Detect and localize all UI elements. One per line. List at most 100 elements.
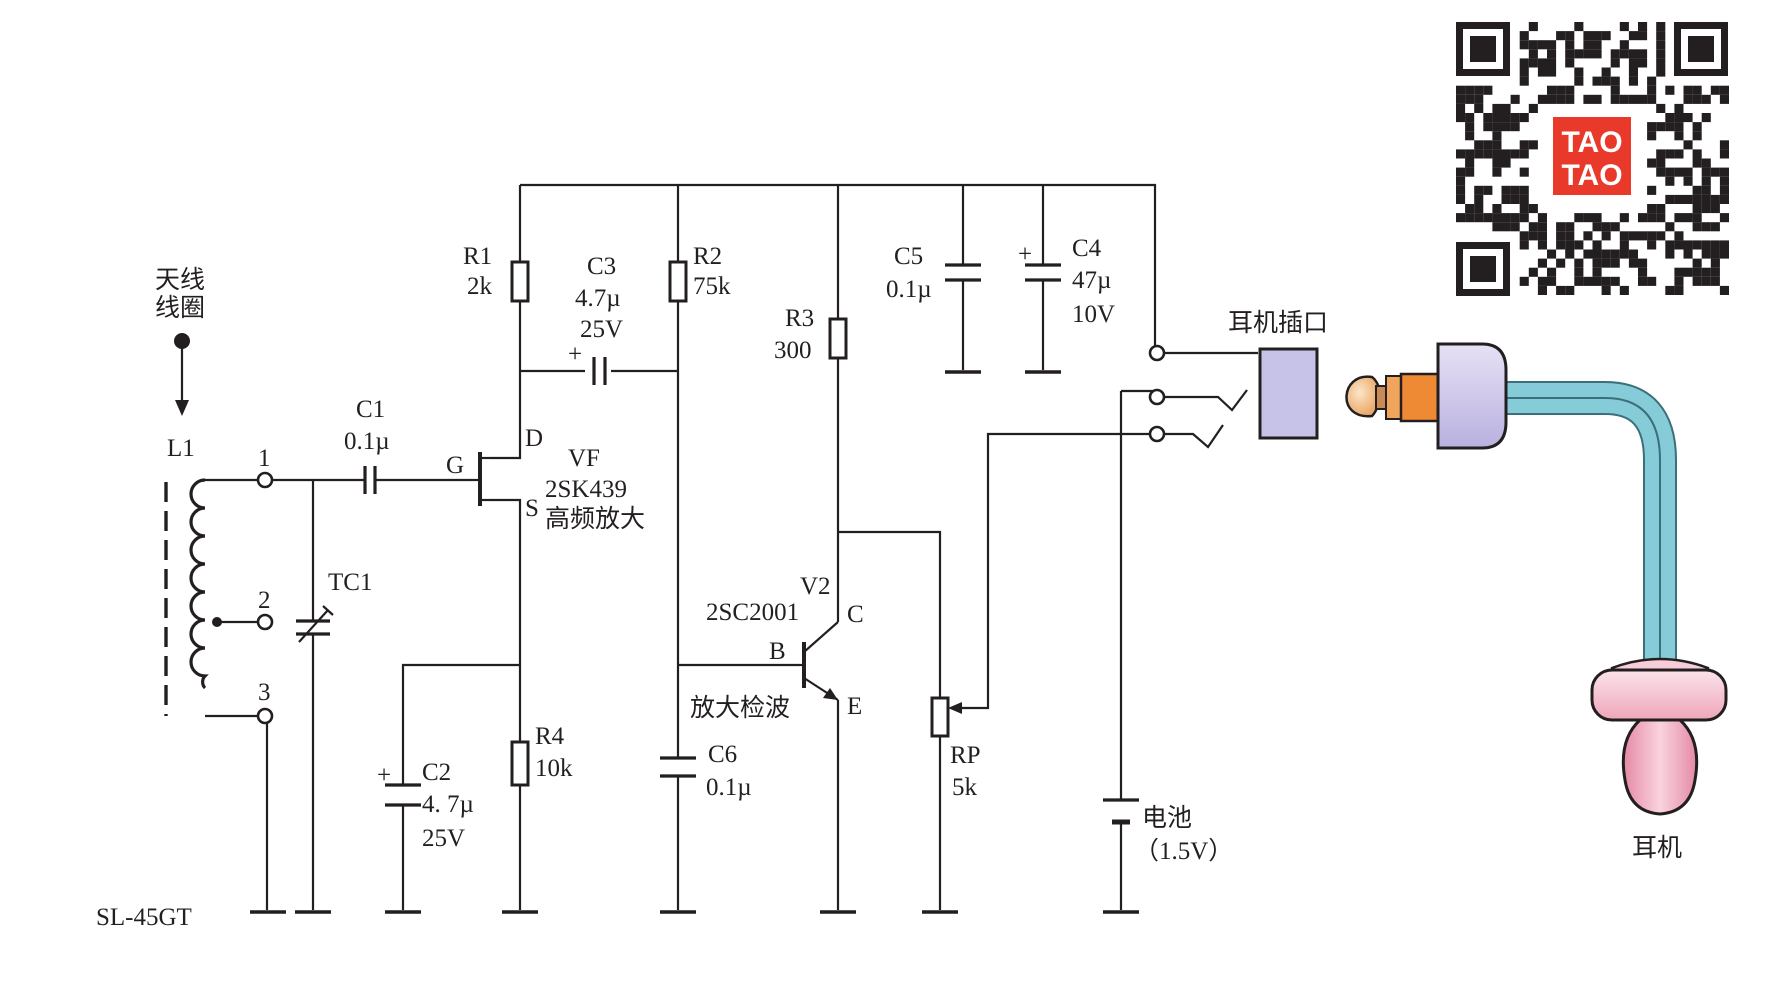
qr-module — [1556, 285, 1566, 295]
qr-module — [1647, 85, 1657, 95]
c2-voltage: 25V — [422, 825, 465, 852]
qr-module — [1474, 185, 1484, 195]
qr-module — [1528, 22, 1538, 32]
qr-module — [1665, 122, 1675, 132]
qr-module — [1610, 49, 1620, 59]
qr-module — [1628, 231, 1638, 241]
qr-module — [1501, 122, 1511, 132]
qr-module — [1574, 22, 1584, 32]
qr-module — [1492, 222, 1502, 232]
tap-3-node — [256, 707, 274, 725]
jack-contact-3 — [1148, 425, 1166, 443]
qr-module — [1719, 85, 1729, 95]
qr-module — [1647, 76, 1657, 86]
qr-module — [1647, 240, 1657, 250]
r1-value: 2k — [467, 273, 493, 300]
qr-module — [1592, 40, 1602, 50]
qr-module — [1574, 267, 1584, 277]
qr-module — [1628, 249, 1638, 259]
qr-module — [1465, 149, 1475, 159]
qr-module — [1601, 249, 1611, 259]
qr-module — [1474, 140, 1484, 150]
qr-module — [1719, 140, 1729, 150]
ground-symbols — [250, 370, 1139, 914]
qr-module — [1592, 249, 1602, 259]
qr-module — [1465, 85, 1475, 95]
qr-module — [1465, 94, 1475, 104]
qr-logo: TAO TAO — [1548, 112, 1636, 200]
qr-module — [1547, 94, 1557, 104]
qr-module — [1537, 258, 1547, 268]
qr-module — [1565, 285, 1575, 295]
c4-polarity: + — [1018, 241, 1032, 268]
qr-module — [1692, 204, 1702, 214]
qr-module — [1619, 249, 1629, 259]
qr-module — [1628, 67, 1638, 77]
qr-module — [1565, 49, 1575, 59]
qr-module — [1710, 267, 1720, 277]
qr-module — [1547, 267, 1557, 277]
qr-module — [1601, 231, 1611, 241]
qr-module — [1483, 213, 1493, 223]
capacitor-c6: C6 0.1µ — [660, 741, 752, 801]
qr-module — [1701, 185, 1711, 195]
qr-module — [1674, 276, 1684, 286]
qr-module — [1619, 40, 1629, 50]
r2-name: R2 — [693, 243, 722, 270]
capacitor-c3: + C3 4.7µ 25V — [568, 253, 623, 385]
qr-module — [1556, 240, 1566, 250]
qr-finder-top-left — [1456, 22, 1510, 76]
qr-module — [1719, 185, 1729, 195]
qr-module — [1528, 140, 1538, 150]
qr-module — [1592, 94, 1602, 104]
qr-module — [1638, 276, 1648, 286]
resistor-r3: R3 300 — [774, 305, 848, 364]
c2-polarity: + — [377, 762, 391, 789]
qr-module — [1719, 240, 1729, 250]
qr-module — [1492, 167, 1502, 177]
qr-module — [1619, 94, 1629, 104]
qr-module — [1537, 58, 1547, 68]
qr-module — [1519, 31, 1529, 41]
r3-name: R3 — [785, 305, 814, 332]
qr-module — [1583, 213, 1593, 223]
coil-name: L1 — [167, 435, 195, 462]
qr-module — [1556, 222, 1566, 232]
qr-module — [1547, 58, 1557, 68]
qr-module — [1719, 249, 1729, 259]
qr-module — [1610, 258, 1620, 268]
tap-2-node — [256, 613, 274, 631]
qr-module — [1565, 249, 1575, 259]
tap-2-label: 2 — [258, 587, 271, 614]
qr-module — [1638, 231, 1648, 241]
qr-module — [1601, 67, 1611, 77]
plug-tip — [1345, 375, 1381, 418]
qr-module — [1510, 222, 1520, 232]
qr-module — [1719, 94, 1729, 104]
v2-model: 2SC2001 — [706, 599, 799, 626]
qr-module — [1547, 40, 1557, 50]
r2-value: 75k — [693, 273, 731, 300]
qr-module — [1683, 140, 1693, 150]
qr-module — [1683, 113, 1693, 123]
qr-module — [1638, 258, 1648, 268]
qr-module — [1474, 204, 1484, 214]
c3-value: 4.7µ — [575, 285, 621, 312]
c2-name: C2 — [422, 759, 451, 786]
qr-module — [1683, 194, 1693, 204]
qr-module — [1647, 185, 1657, 195]
qr-module — [1547, 85, 1557, 95]
qr-module — [1656, 40, 1666, 50]
qr-module — [1701, 167, 1711, 177]
qr-module — [1519, 194, 1529, 204]
qr-module — [1483, 149, 1493, 159]
resistor-r1: R1 2k — [463, 243, 530, 303]
qr-module — [1483, 113, 1493, 123]
qr-module — [1474, 194, 1484, 204]
antenna-arrow-icon — [175, 400, 189, 416]
plug-cap — [1436, 342, 1508, 450]
qr-module — [1537, 240, 1547, 250]
qr-module — [1456, 194, 1466, 204]
qr-module — [1492, 140, 1502, 150]
qr-module — [1456, 103, 1466, 113]
